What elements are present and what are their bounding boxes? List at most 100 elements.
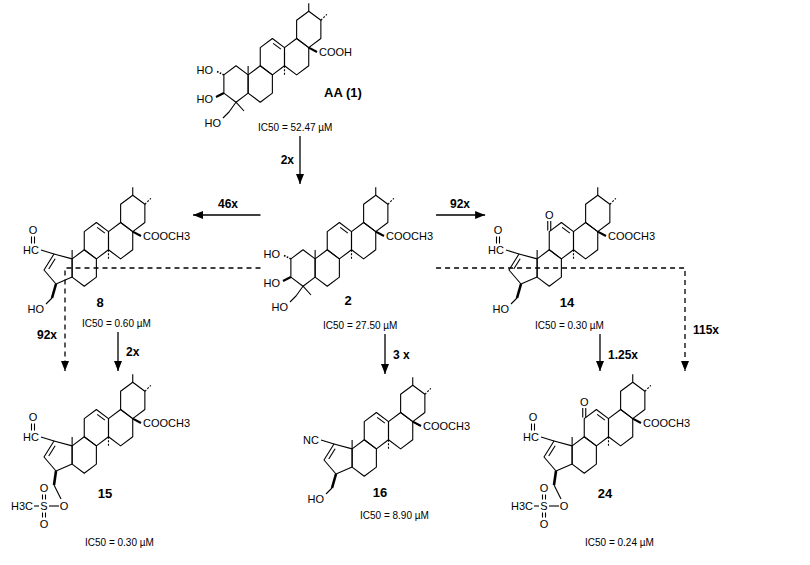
bond-line <box>586 195 610 231</box>
atom-label: COOCH3 <box>386 231 433 242</box>
bond-line <box>283 277 291 281</box>
bond-line <box>284 39 308 75</box>
fold-label: 115x <box>693 324 719 336</box>
bond-line <box>45 513 46 518</box>
bond-line <box>284 66 285 75</box>
bond-line <box>145 198 151 204</box>
bond-line <box>31 424 32 431</box>
bond-line <box>324 444 352 474</box>
atom-label: O <box>29 225 38 236</box>
fold-label: 92x <box>450 198 470 210</box>
compound-number: AA (1) <box>324 86 362 99</box>
compound-number: 24 <box>598 487 612 500</box>
bond-line <box>49 505 59 506</box>
atom-label: COOH <box>319 47 352 58</box>
atom-label: HC <box>23 245 39 256</box>
bond-line <box>132 374 133 382</box>
bond-line <box>544 441 572 471</box>
atom-label: COOCH3 <box>143 418 190 429</box>
compound-structure: NCCOOCH3HO16IC50 = 8.90 µM <box>300 374 473 524</box>
bond-line <box>351 223 375 259</box>
bond-line <box>327 223 351 259</box>
bond-line <box>585 408 586 418</box>
bond-line <box>108 437 109 446</box>
reaction-arrow <box>436 268 685 371</box>
bond-line <box>572 437 573 446</box>
bond-line <box>326 488 332 494</box>
bond-line <box>412 377 413 385</box>
bond-line <box>633 419 641 423</box>
bond-line <box>584 410 608 446</box>
bond-line <box>216 71 224 75</box>
fold-label: 92x <box>37 329 57 341</box>
bond-line <box>534 505 539 506</box>
bond-line <box>509 254 537 284</box>
bond-line <box>34 424 35 431</box>
bond-line <box>42 495 43 500</box>
bond-line <box>248 66 272 102</box>
atom-label: S <box>40 501 47 512</box>
bond-line <box>549 446 555 456</box>
bond-line <box>133 419 141 423</box>
bond-line <box>44 441 72 471</box>
atom-label: COOCH3 <box>143 231 190 242</box>
bond-line <box>597 414 605 420</box>
bond-line <box>34 237 35 244</box>
bond-line <box>496 237 497 244</box>
bond-line <box>315 250 339 286</box>
bond-line <box>549 223 573 259</box>
bond-line <box>223 102 236 118</box>
atom-label: O <box>540 519 549 530</box>
atom-label: COOCH3 <box>608 231 655 242</box>
fold-label: 3 x <box>393 349 410 361</box>
bond-line <box>52 284 56 298</box>
bond-line <box>133 232 141 236</box>
bond-line <box>121 195 145 231</box>
bond-line <box>321 440 334 444</box>
bond-line <box>31 237 32 244</box>
bond-line <box>72 250 73 259</box>
reaction-arrow <box>65 268 261 371</box>
compound-number: 15 <box>98 487 112 500</box>
bond-line <box>537 250 538 259</box>
bond-line <box>531 424 532 431</box>
ic50-value: IC50 = 0.30 µM <box>535 321 604 331</box>
bond-line <box>352 440 353 449</box>
atom-label: HC <box>23 432 39 443</box>
bond-line <box>132 187 133 195</box>
bond-line <box>321 14 327 20</box>
reaction-arrow <box>599 334 600 371</box>
bond-line <box>45 495 46 500</box>
atom-label: COOCH3 <box>423 421 470 432</box>
bond-line <box>54 471 56 485</box>
bond-line <box>224 66 248 102</box>
compound-structure: OHCCOOCH3OH3CSOO15IC50 = 0.30 µM <box>8 371 193 551</box>
bond-line <box>290 286 303 302</box>
bond-line <box>308 3 309 11</box>
atom-label: H3C <box>11 501 33 512</box>
atom-label: S <box>540 501 547 512</box>
bond-line <box>108 223 132 259</box>
bond-line <box>41 437 54 441</box>
compound-structure: HOHOHOCOOCH32IC50 = 27.50 µM <box>261 184 437 334</box>
bond-line <box>541 437 554 441</box>
atom-label: O <box>494 225 503 236</box>
bond-line <box>608 437 609 446</box>
compound-structure: OOHCHOCOOCH314IC50 = 0.30 µM <box>485 184 658 334</box>
atom-label: O <box>540 483 549 494</box>
ic50-value: IC50 = 27.50 µM <box>323 321 397 331</box>
compound-number: 16 <box>373 486 387 499</box>
bond-line <box>364 195 388 231</box>
bond-line <box>84 410 108 446</box>
atom-label: O <box>560 501 569 512</box>
bond-line <box>376 232 384 236</box>
reaction-arrow <box>117 332 118 371</box>
fold-label: 2x <box>281 154 294 166</box>
atom-label: O <box>580 397 589 408</box>
bond-line <box>72 437 96 473</box>
bond-line <box>550 221 551 231</box>
bond-line <box>621 382 645 418</box>
bond-line <box>413 422 421 426</box>
bond-line <box>573 223 597 259</box>
